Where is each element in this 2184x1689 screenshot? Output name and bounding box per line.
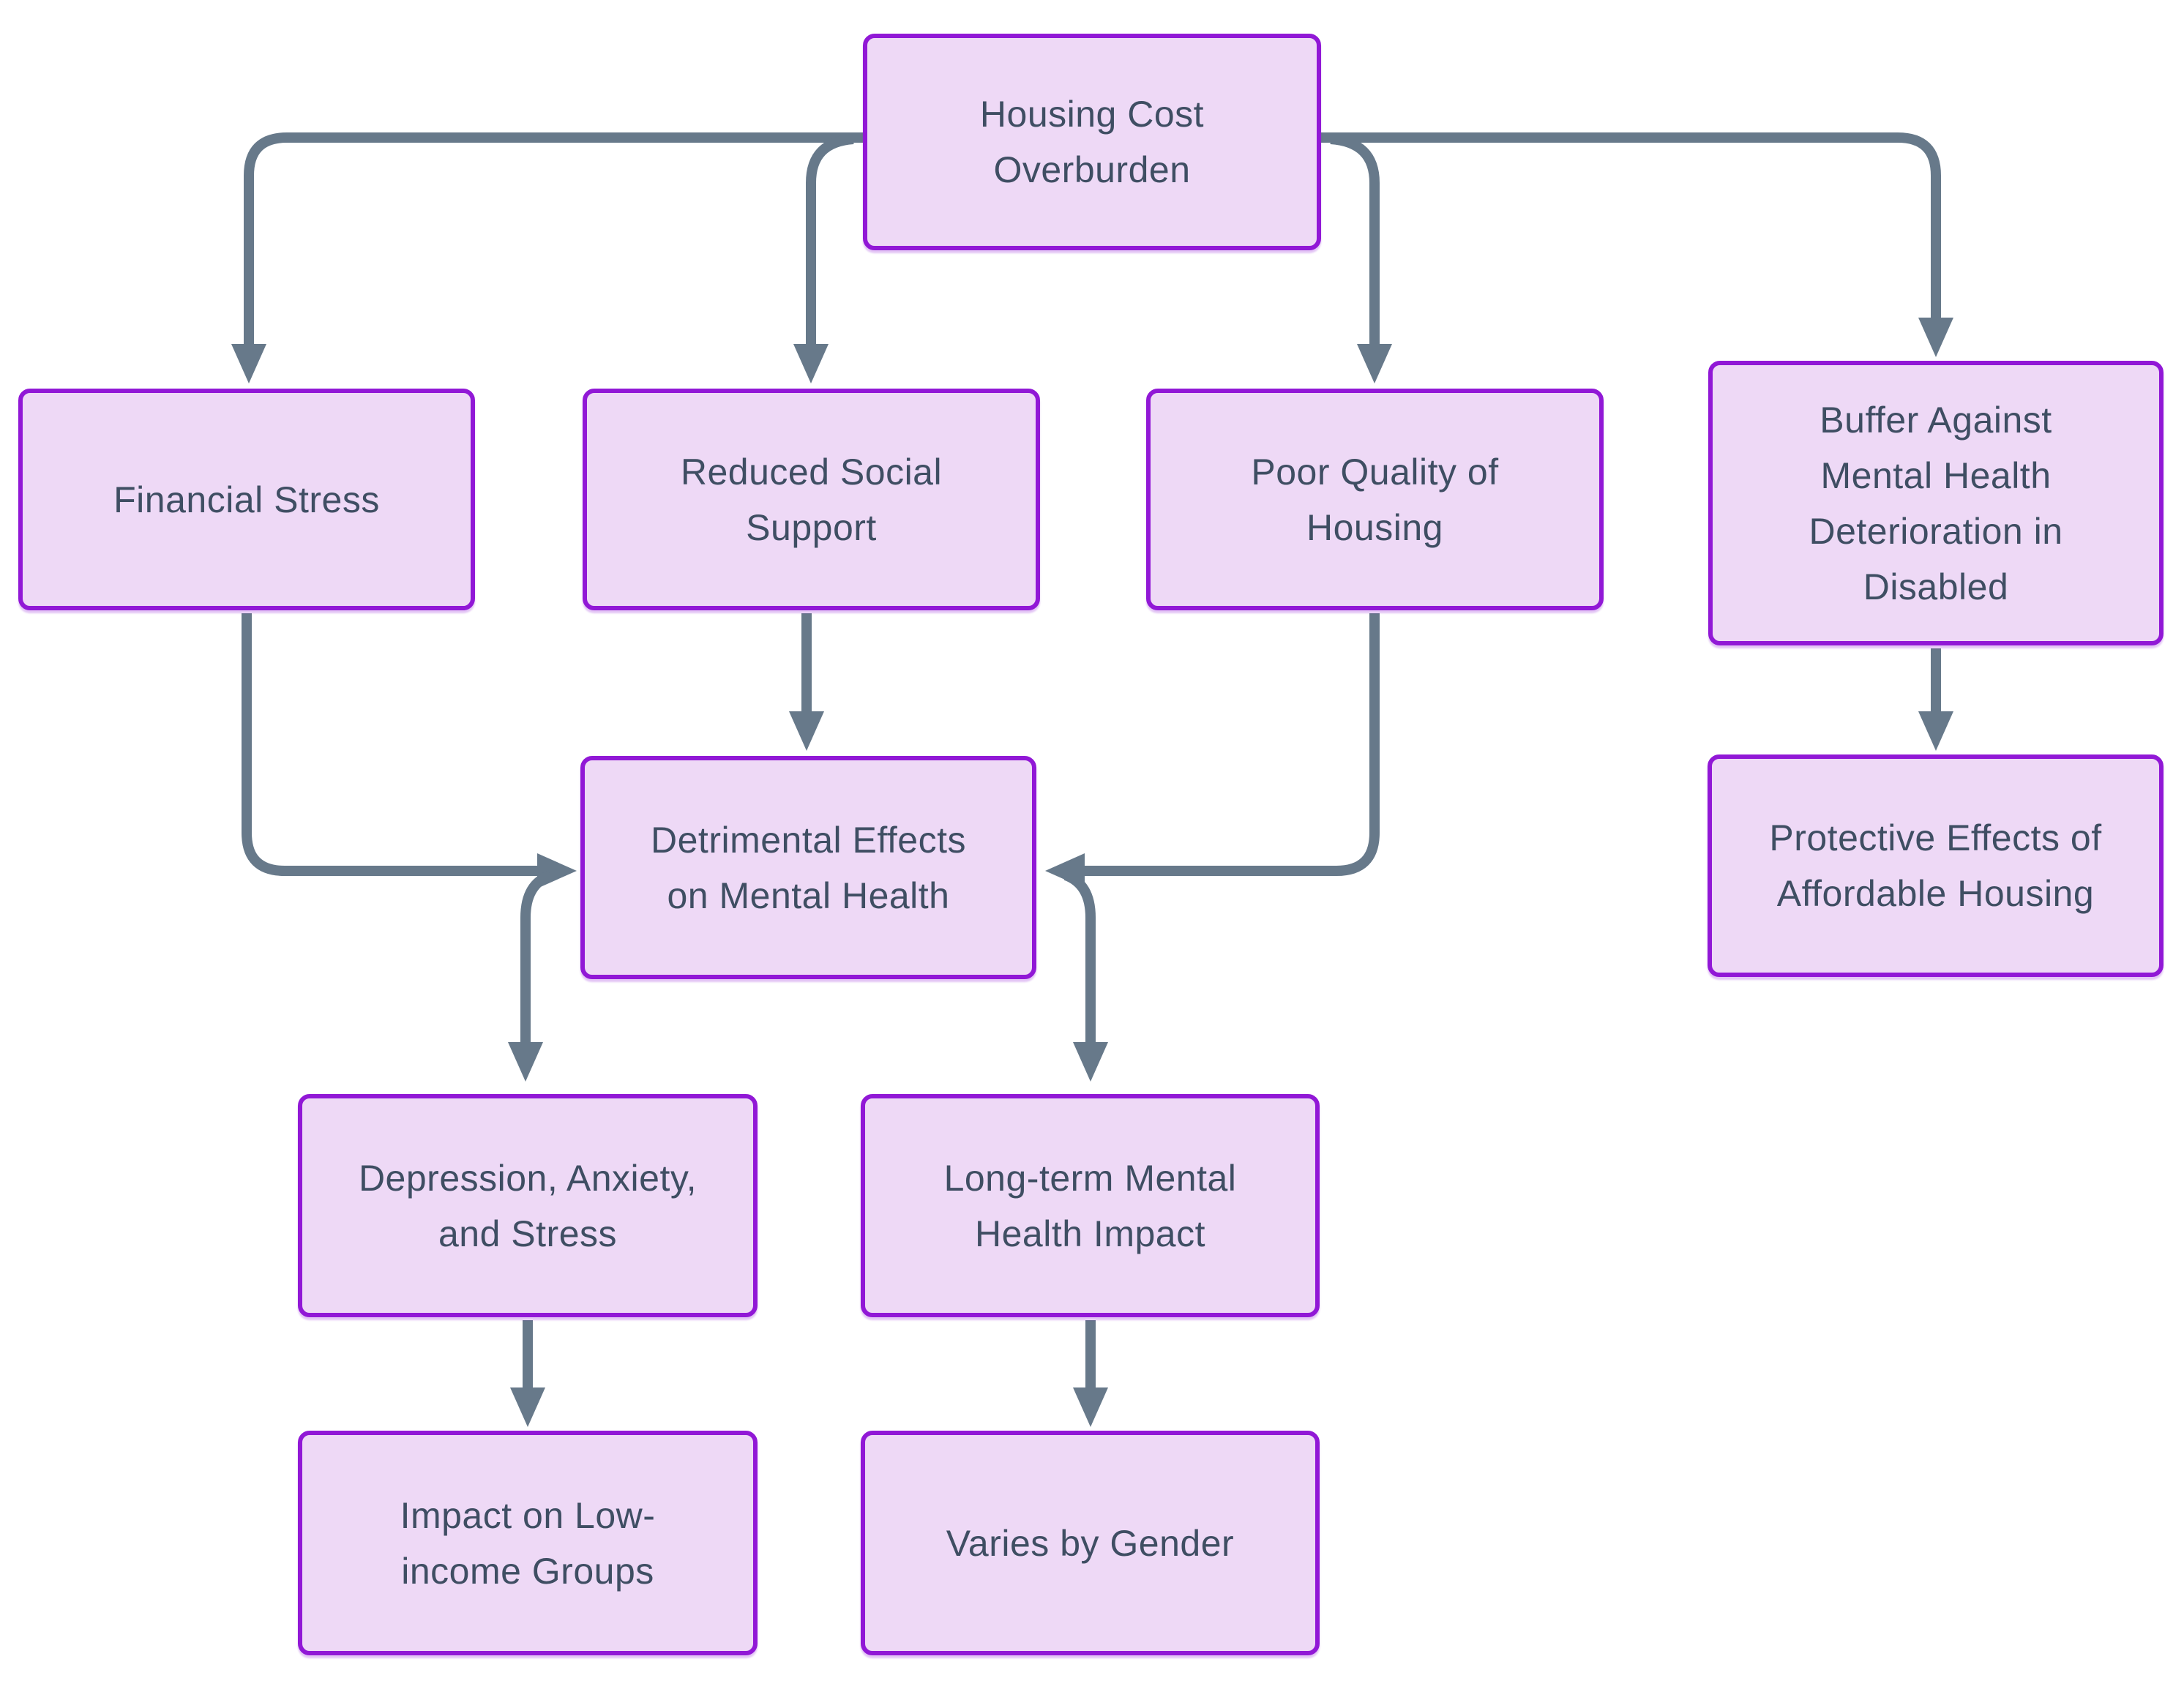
node-depression-anxiety-stress: Depression, Anxiety, and Stress <box>298 1094 758 1317</box>
arrowhead-detrimental-depression <box>508 1042 543 1082</box>
node-detrimental-effects-on-mental-health: Detrimental Effects on Mental Health <box>580 756 1036 979</box>
node-protective-effects-of-affordable-housing: Protective Effects of Affordable Housing <box>1708 754 2164 977</box>
node-reduced-social-support: Reduced Social Support <box>583 389 1040 610</box>
arrowhead-housing-buffer <box>1918 318 1953 357</box>
node-poor-quality-of-housing: Poor Quality of Housing <box>1146 389 1604 610</box>
arrowhead-housing-poor <box>1357 344 1392 383</box>
node-buffer-against-mental-health-deterioration: Buffer Against Mental Health Deteriorati… <box>1708 361 2164 645</box>
edge-housing-financial <box>244 132 863 345</box>
arrowhead-housing-financial <box>231 344 266 383</box>
edge-financial-detrimental <box>242 613 539 876</box>
node-financial-stress: Financial Stress <box>18 389 475 610</box>
edge-housing-buffer <box>1321 132 1941 319</box>
node-long-term-mental-health-impact: Long-term Mental Health Impact <box>861 1094 1320 1317</box>
node-housing-cost-overburden: Housing Cost Overburden <box>863 34 1321 250</box>
node-varies-by-gender: Varies by Gender <box>861 1431 1320 1655</box>
edge-detrimental-depression <box>520 870 553 1044</box>
arrowhead-longterm-varies <box>1073 1387 1108 1427</box>
arrowhead-reduced-detrimental <box>789 711 824 751</box>
arrowhead-buffer-protective <box>1918 711 1953 751</box>
edge-housing-poor <box>1330 134 1380 345</box>
edge-poor-detrimental <box>1083 613 1380 876</box>
edge-detrimental-longterm <box>1063 870 1096 1044</box>
arrowhead-detrimental-longterm <box>1073 1042 1108 1082</box>
arrowhead-housing-reduced <box>793 344 829 383</box>
node-impact-on-low-income-groups: Impact on Low- income Groups <box>298 1431 758 1655</box>
edge-housing-reduced <box>806 134 854 345</box>
arrowhead-depression-impact <box>510 1387 545 1427</box>
